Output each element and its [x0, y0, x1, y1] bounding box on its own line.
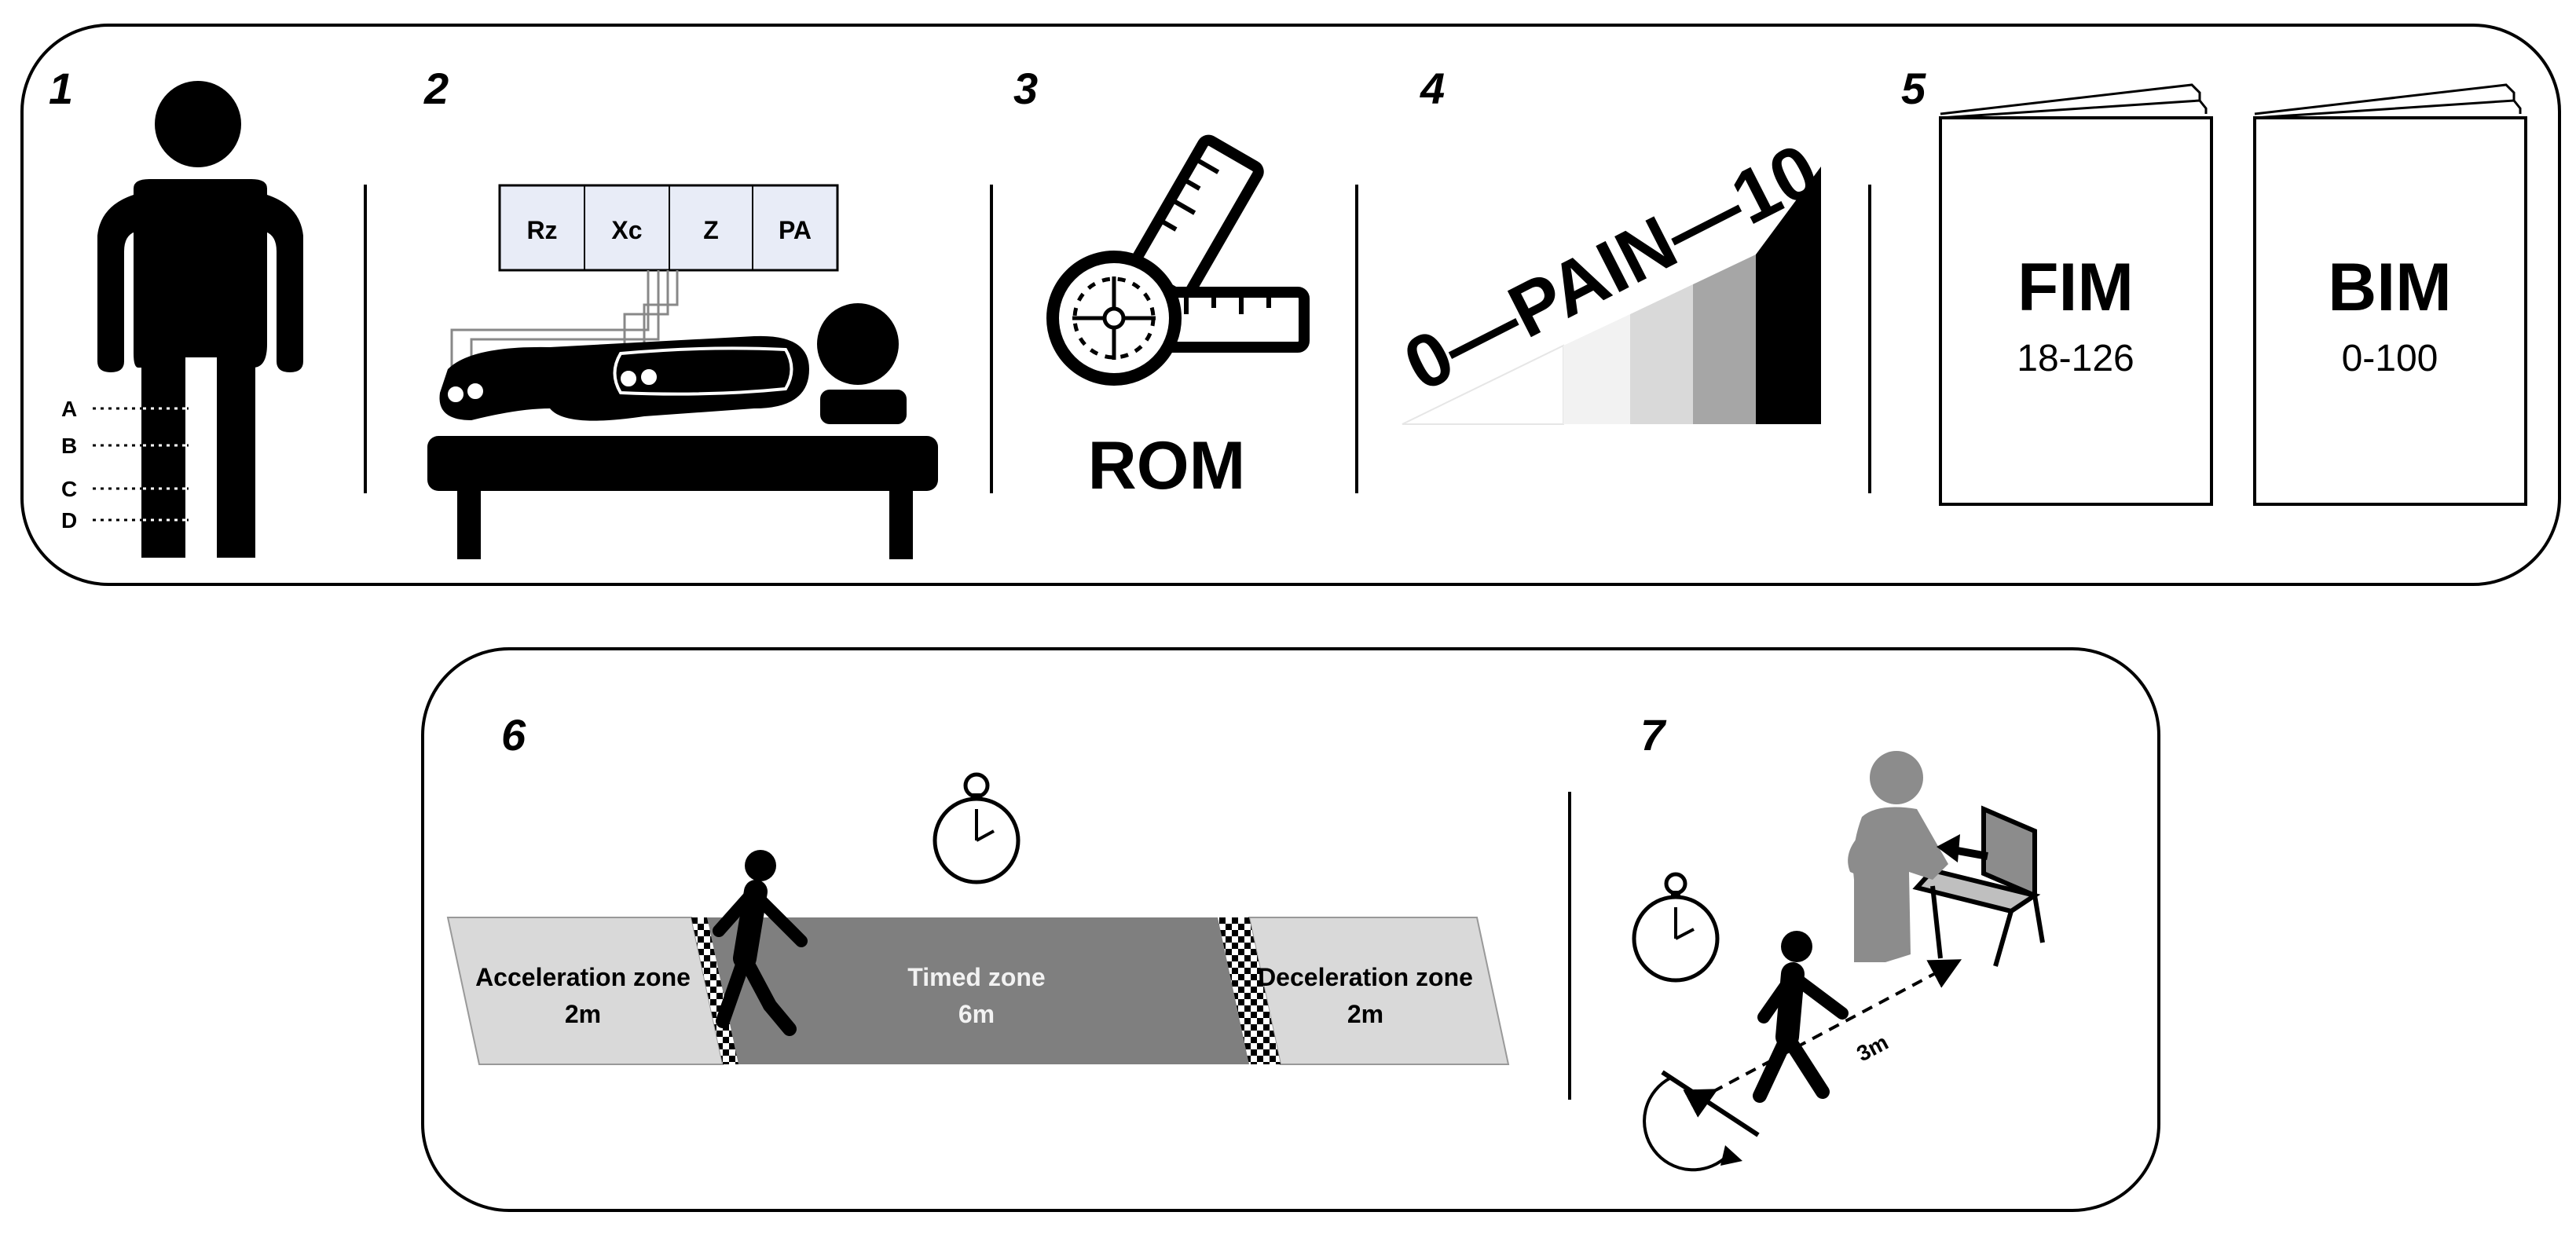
bottom-panel-frame	[421, 647, 2160, 1212]
panel-4-number: 4	[1420, 64, 1445, 113]
bia-cell-rz: Rz	[526, 216, 557, 244]
panel-3-number: 3	[1013, 64, 1038, 113]
fim-title: FIM	[2017, 250, 2134, 325]
bia-cell-xc: Xc	[611, 216, 642, 244]
bim-range: 0-100	[2342, 338, 2439, 379]
fim-range: 18-126	[2017, 338, 2134, 379]
walking-person-icon	[713, 850, 808, 1036]
stopwatch-small-icon	[1632, 872, 1720, 983]
panel-7-number: 7	[1640, 710, 1667, 760]
booklet-fim: FIM 18-126	[1939, 83, 2213, 506]
deceleration-zone-distance: 2m	[1347, 1000, 1383, 1028]
rom-label: ROM	[1088, 428, 1246, 503]
booklet-bim: BIM 0-100	[2253, 83, 2527, 506]
bia-cell-pa: PA	[779, 216, 812, 244]
bim-title: BIM	[2328, 250, 2452, 325]
deceleration-zone-label: Deceleration zone	[1258, 963, 1473, 991]
walkway	[446, 917, 1510, 1065]
chair-icon	[1912, 805, 2045, 967]
acceleration-zone-distance: 2m	[565, 1000, 601, 1028]
patient-supine-icon	[427, 303, 938, 559]
finish-line	[1218, 917, 1281, 1064]
point-label-d: D	[61, 508, 77, 533]
timed-zone	[707, 917, 1257, 1064]
goniometer-icon	[1046, 134, 1310, 386]
walking-person-small-icon	[1753, 931, 1849, 1103]
bia-readout-table: Rz Xc Z PA	[498, 184, 839, 272]
seated-person-grey-icon	[1848, 751, 1948, 962]
return-arrow-icon	[1937, 834, 1988, 862]
distance-label: 3m	[1852, 1030, 1892, 1066]
acceleration-zone-label: Acceleration zone	[475, 963, 691, 991]
measurement-points: A B C D	[61, 397, 189, 533]
panel-5-number: 5	[1901, 64, 1926, 113]
start-line	[691, 917, 738, 1064]
point-label-b: B	[61, 434, 77, 458]
timed-zone-label: Timed zone	[907, 963, 1045, 991]
timed-zone-distance: 6m	[958, 1000, 995, 1028]
stopwatch-icon	[933, 772, 1021, 884]
top-panel-frame	[20, 24, 2561, 586]
turn-marker-icon	[1643, 1070, 1760, 1172]
distance-arrow	[1683, 959, 1962, 1118]
person-silhouette-icon	[97, 81, 303, 558]
panel-6-number: 6	[501, 710, 526, 760]
point-label-c: C	[61, 477, 77, 501]
panel-2-number: 2	[423, 64, 449, 113]
panel-1-number: 1	[49, 64, 73, 113]
pain-scale-bars	[1402, 167, 1821, 425]
point-label-a: A	[61, 397, 77, 421]
bia-cell-z: Z	[703, 216, 719, 244]
